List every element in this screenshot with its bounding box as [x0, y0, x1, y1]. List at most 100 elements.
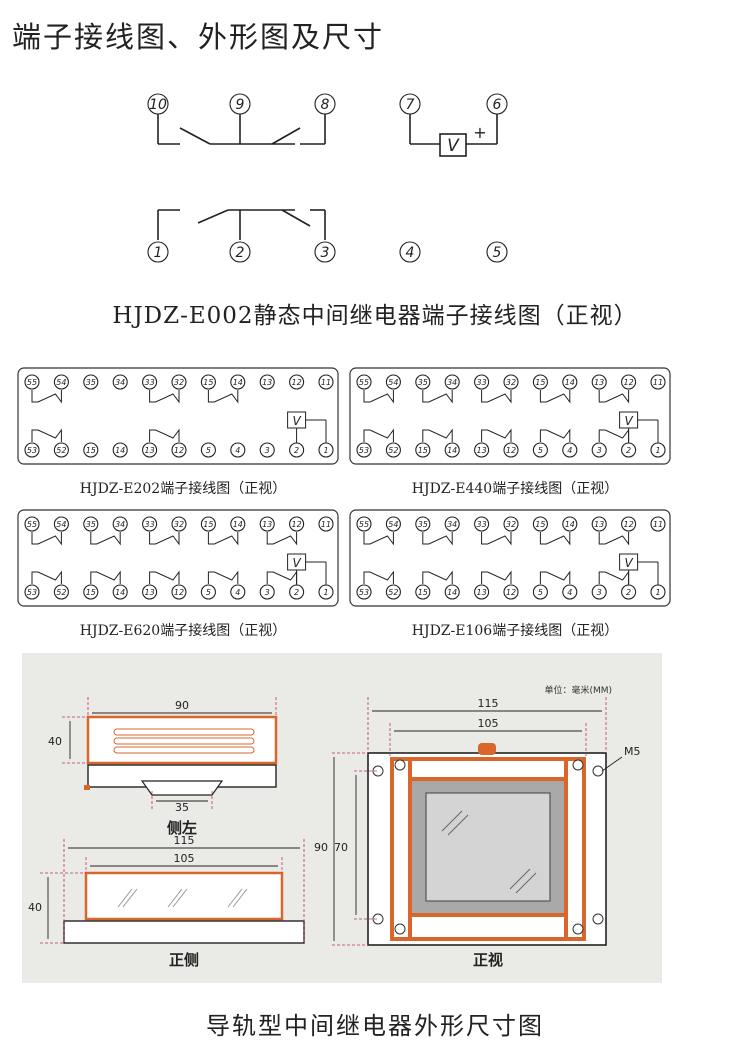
panel-terminal-3: 3 [259, 584, 275, 600]
terminal-number: 2 [626, 588, 631, 597]
terminal-number: 4 [235, 588, 240, 597]
terminal-number: 33 [477, 378, 487, 387]
panel-terminal-55: 55 [24, 516, 40, 532]
panel-terminal-52: 52 [385, 584, 401, 600]
side-view-label: 侧左 [167, 819, 197, 837]
panel-terminal-4: 4 [230, 584, 246, 600]
terminal-number: 11 [653, 520, 663, 529]
panel-terminal-32: 32 [171, 374, 187, 390]
dimension-drawing: 单位：毫米(MM) 90 40 35 侧左 [22, 653, 662, 983]
terminal-8: 8 [314, 93, 336, 115]
panel-terminal-54: 54 [385, 374, 401, 390]
panel-terminal-14: 14 [112, 584, 128, 600]
panel-terminal-14: 14 [230, 374, 246, 390]
panel-terminal-34: 34 [112, 516, 128, 532]
panel-terminal-3: 3 [591, 442, 607, 458]
panel-terminal-15: 15 [532, 516, 548, 532]
terminal-number: 35 [86, 378, 96, 387]
panel-terminal-34: 34 [112, 374, 128, 390]
terminal-number: 53 [359, 588, 369, 597]
panel-terminal-12: 12 [503, 442, 519, 458]
terminal-number: 15 [203, 378, 213, 387]
panel-terminal-14: 14 [112, 442, 128, 458]
panel-terminal-15: 15 [200, 516, 216, 532]
terminal-number: 12 [174, 588, 184, 597]
panel-terminal-32: 32 [503, 516, 519, 532]
terminal-number: 52 [56, 588, 66, 597]
terminal-number: 9 [236, 97, 245, 113]
terminal-number: 33 [145, 520, 155, 529]
terminal-number: 53 [359, 446, 369, 455]
terminal-number: 15 [535, 378, 545, 387]
terminal-number: 35 [418, 378, 428, 387]
panel-terminal-2: 2 [289, 584, 305, 600]
terminal-number: 4 [567, 446, 572, 455]
panel-terminal-32: 32 [171, 516, 187, 532]
terminal-number: 14 [115, 588, 125, 597]
terminal-number: 14 [447, 446, 457, 455]
terminal-number: 54 [56, 378, 66, 387]
coil-label: V [624, 414, 633, 428]
panel-terminal-53: 53 [24, 584, 40, 600]
terminal-number: 54 [388, 378, 398, 387]
panel-terminal-13: 13 [591, 516, 607, 532]
terminal-number: 34 [447, 520, 457, 529]
panel-terminal-1: 1 [318, 584, 334, 600]
panel-terminal-4: 4 [562, 442, 578, 458]
terminal-number: 12 [174, 446, 184, 455]
panel-terminal-14: 14 [562, 516, 578, 532]
panel-terminal-12: 12 [171, 584, 187, 600]
terminal-number: 3 [265, 446, 270, 455]
terminal-number: 32 [506, 520, 516, 529]
terminal-number: 1 [655, 446, 660, 455]
terminal-number: 13 [262, 520, 272, 529]
terminal-number: 34 [447, 378, 457, 387]
terminal-number: 14 [115, 446, 125, 455]
terminal-number: 15 [418, 446, 428, 455]
terminal-number: 11 [321, 520, 331, 529]
panel-terminal-13: 13 [259, 374, 275, 390]
panel-terminal-5: 5 [200, 442, 216, 458]
panel-terminal-53: 53 [24, 442, 40, 458]
panel-terminal-15: 15 [415, 584, 431, 600]
contact-lines [31, 390, 239, 442]
screw-label: M5 [624, 745, 641, 758]
panel-caption-e106: HJDZ-E106端子接线图（正视） [411, 623, 619, 639]
coil-label: V [447, 136, 460, 156]
panel-terminal-52: 52 [53, 584, 69, 600]
terminal-number: 2 [236, 245, 245, 261]
panel-terminal-14: 14 [230, 516, 246, 532]
panel-terminal-13: 13 [591, 374, 607, 390]
panel-terminal-13: 13 [474, 584, 490, 600]
panel-terminal-15: 15 [415, 442, 431, 458]
terminal-number: 54 [388, 520, 398, 529]
terminal-number: 12 [292, 378, 302, 387]
panel-terminal-2: 2 [621, 442, 637, 458]
front-side-view-label: 正侧 [169, 951, 199, 969]
panel-terminal-12: 12 [621, 374, 637, 390]
terminal-number: 3 [597, 588, 602, 597]
coil-label: V [292, 414, 301, 428]
terminal-number: 5 [206, 446, 211, 455]
panel-terminal-33: 33 [142, 374, 158, 390]
panel-terminal-5: 5 [200, 584, 216, 600]
terminal-number: 53 [27, 588, 37, 597]
fv-height-inner-label: 70 [334, 841, 348, 854]
terminal-number: 55 [27, 520, 37, 529]
terminal-number: 14 [447, 588, 457, 597]
terminal-number: 15 [535, 520, 545, 529]
panel-terminal-35: 35 [415, 516, 431, 532]
panel-terminal-34: 34 [444, 516, 460, 532]
side-view: 90 40 35 侧左 [48, 697, 278, 837]
panel-terminal-1: 1 [650, 584, 666, 600]
terminal-number: 52 [388, 446, 398, 455]
panel-terminal-15: 15 [532, 374, 548, 390]
fv-height-outer-label: 90 [314, 841, 328, 854]
terminal-number: 14 [565, 520, 575, 529]
terminal-9: 9 [229, 93, 251, 115]
terminal-number: 15 [203, 520, 213, 529]
